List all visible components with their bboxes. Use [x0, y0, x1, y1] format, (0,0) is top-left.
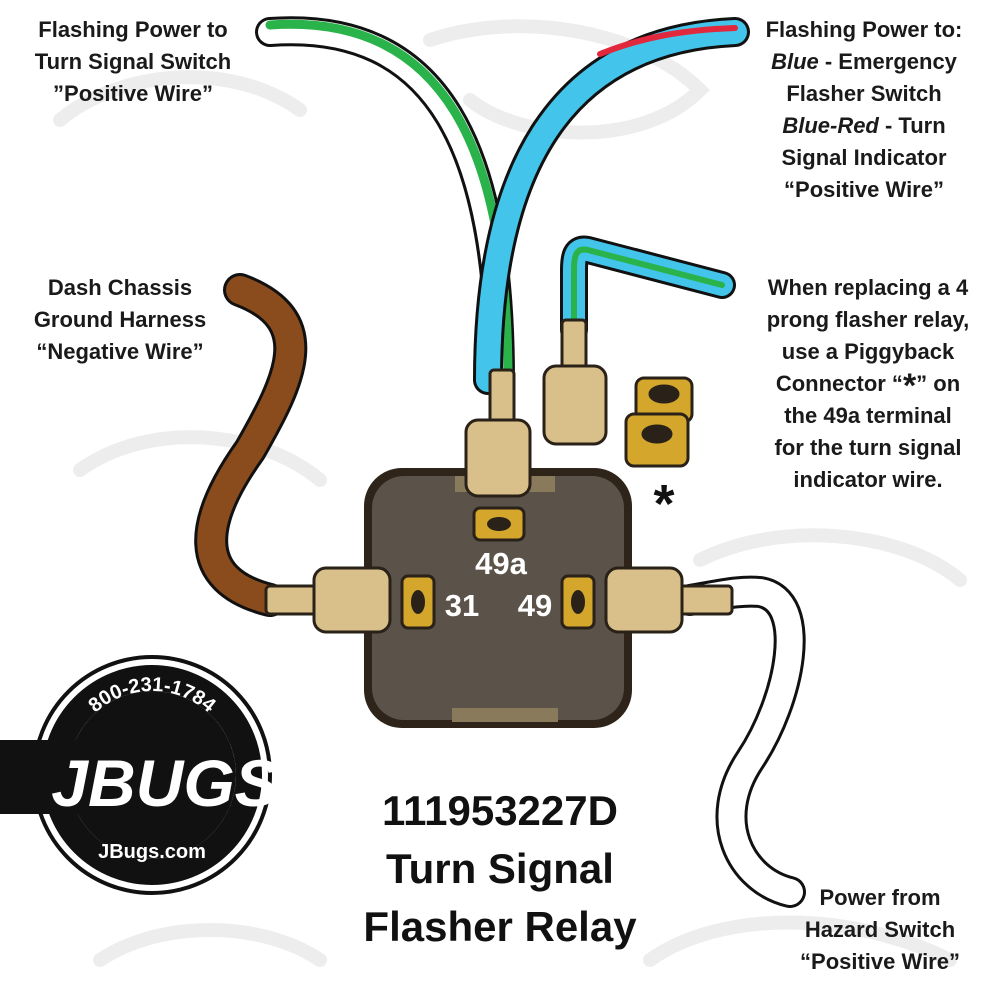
- logo-website: JBugs.com: [98, 841, 206, 863]
- title-line-1: Turn Signal: [386, 845, 614, 892]
- connector-49a: [464, 368, 532, 498]
- label-blue-word: Blue: [771, 49, 819, 74]
- label-line: Ground Harness: [33, 307, 207, 332]
- label-line: Blue - Emergency: [728, 46, 1000, 78]
- wire-blue-bluered: [473, 17, 750, 395]
- label-emergency-flasher: Flashing Power to: Blue - Emergency Flas…: [728, 14, 1000, 206]
- label-piggyback-note: When replacing a 4 prong flasher relay, …: [736, 272, 1000, 496]
- label-blue-rest: - Emergency: [818, 49, 957, 74]
- label-connector-star: *: [902, 367, 917, 405]
- connector-indicator: [542, 318, 608, 446]
- label-line: the 49a terminal: [784, 403, 952, 428]
- terminal-49a-label: 49a: [475, 546, 527, 581]
- label-line: When replacing a 4: [767, 275, 969, 300]
- label-line: Flasher Switch: [786, 81, 942, 106]
- label-line: Flashing Power to:: [765, 17, 963, 42]
- terminal-49-label: 49: [518, 588, 552, 623]
- label-line: Connector “*” on: [736, 368, 1000, 403]
- label-line: Power from: [819, 885, 941, 910]
- label-line: Signal Indicator: [781, 145, 947, 170]
- terminal-31-blade: [400, 574, 436, 630]
- label-line: indicator wire.: [793, 467, 943, 492]
- logo-brand: JBUGS: [51, 746, 278, 820]
- wire-blue-green: [560, 235, 736, 344]
- label-line: “Positive Wire”: [800, 949, 960, 974]
- jbugs-logo: 800-231-1784 JBUGS JBugs.com: [0, 655, 279, 895]
- label-ground: Dash Chassis Ground Harness “Negative Wi…: [0, 272, 240, 368]
- connector-49: [604, 566, 734, 634]
- piggyback-connector: [624, 376, 694, 468]
- label-bluered-rest: - Turn: [878, 113, 946, 138]
- terminal-49-blade: [560, 574, 596, 630]
- label-connector-post: ” on: [916, 371, 961, 396]
- terminal-49a-blade: [472, 506, 526, 542]
- label-turn-signal-switch: Flashing Power to Turn Signal Switch ”Po…: [0, 14, 266, 110]
- label-bluered-word: Blue-Red: [782, 113, 879, 138]
- label-line: prong flasher relay,: [766, 307, 970, 332]
- label-line: Turn Signal Switch: [34, 49, 232, 74]
- part-number: 111953227D: [382, 787, 618, 834]
- label-hazard: Power from Hazard Switch “Positive Wire”: [770, 882, 990, 978]
- label-line: Dash Chassis: [47, 275, 193, 300]
- label-line: Hazard Switch: [804, 917, 956, 942]
- part-title: 111953227D Turn Signal Flasher Relay: [330, 782, 670, 956]
- connector-31: [264, 566, 392, 634]
- label-line: use a Piggyback: [781, 339, 955, 364]
- label-line: for the turn signal: [774, 435, 962, 460]
- wire-green-white: [255, 16, 515, 395]
- terminal-31-label: 31: [445, 588, 479, 623]
- title-line-2: Flasher Relay: [363, 903, 637, 950]
- wire-white: [674, 575, 806, 908]
- label-line: Blue-Red - Turn: [728, 110, 1000, 142]
- label-connector-pre: Connector “: [775, 371, 903, 396]
- label-line: “Positive Wire”: [784, 177, 944, 202]
- label-line: Flashing Power to: [38, 17, 228, 42]
- piggyback-marker: *: [653, 474, 674, 534]
- label-line: ”Positive Wire”: [53, 81, 213, 106]
- label-line: “Negative Wire”: [36, 339, 204, 364]
- wire-brown: [194, 273, 308, 617]
